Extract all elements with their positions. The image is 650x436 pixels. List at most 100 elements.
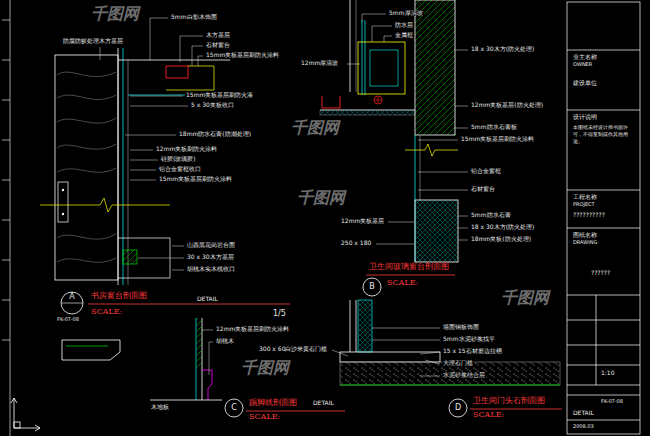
annotation: 防水层 [394, 22, 414, 28]
drip-profile [322, 96, 340, 108]
detail-marker: A [64, 293, 80, 301]
leader-line [130, 150, 153, 151]
annotation: 15 x 15石材磨边拉槽 [442, 348, 503, 354]
title-block-divider [596, 295, 597, 385]
detail-marker: C [226, 404, 242, 412]
annotation: 12mm夹板刷防火涂料 [155, 146, 218, 152]
scale-label: SCALE: [386, 279, 419, 287]
leader-line [458, 240, 468, 241]
mullion-dot [62, 213, 64, 215]
leader-line [458, 216, 468, 217]
leader-line [172, 246, 184, 247]
scale-value: 1:10 [600, 370, 615, 376]
ruler [2, 0, 10, 436]
detail-circle-split [61, 303, 83, 304]
title-block-field: OWNER [572, 62, 593, 67]
watermark: 千图网 [240, 360, 290, 376]
ruler-tick [2, 180, 10, 181]
leader-line [362, 14, 386, 22]
window-mullion [58, 182, 68, 222]
wood-wall [55, 55, 118, 280]
annotation: 防腐防蚁处理木方基层 [62, 38, 124, 44]
sheet-number: FK-07-08 [600, 399, 624, 404]
title-block-field: 建设单位 [572, 80, 598, 86]
title-underline [88, 304, 290, 305]
frame-profile [166, 66, 214, 90]
watermark: 千图网 [500, 290, 550, 306]
detail-tag: DETAIL [572, 410, 595, 416]
annotation: 石材窗台 [470, 186, 496, 192]
annotation: 山西黑花岗岩台面 [186, 242, 236, 248]
detail-circle [61, 292, 83, 314]
sill-plate [320, 110, 415, 115]
scale-label: SCALE: [472, 411, 505, 419]
wall-hatch [196, 318, 202, 368]
leaders-a [100, 18, 203, 270]
leader-line [418, 190, 468, 191]
sealant-cross [375, 97, 381, 103]
title-block-field: 工程名称 [572, 194, 598, 200]
leader-line [372, 26, 392, 42]
annotation: 硅胶(玻璃胶) [160, 156, 197, 162]
scale-label: SCALE: [248, 413, 281, 421]
grain-line [57, 72, 116, 77]
sealant-mark [374, 96, 382, 104]
door-stop [358, 300, 372, 352]
profile-groove [66, 346, 108, 347]
detail-circle [449, 399, 467, 417]
leader-line [130, 160, 158, 161]
watermark: 千图网 [90, 6, 140, 22]
break-line [405, 144, 458, 156]
detail-tag: DETAIL [312, 400, 335, 406]
ucs-box [14, 422, 20, 428]
ruler-tick [2, 60, 10, 61]
title-block-field: 设计说明 [572, 114, 598, 120]
annotation: 墙面钢板饰面 [442, 324, 480, 330]
leader-line [455, 50, 468, 51]
leader-line [125, 135, 176, 136]
ucs-icon [11, 398, 40, 431]
leaders-b [347, 14, 468, 244]
leader-line [150, 18, 168, 60]
leader-line [418, 172, 468, 173]
grain-line [57, 168, 116, 172]
frame-line [356, 0, 357, 92]
section-title: 卫生间玻璃窗台剖面图 [368, 263, 450, 271]
leader-line [332, 328, 440, 376]
title-block-rule [567, 295, 640, 296]
leader-line [138, 258, 184, 259]
detail-a [40, 48, 230, 285]
annotation: 铝合金窗框收口 [158, 166, 202, 172]
annotation: 300 x 60白沙米黄石门槛 [258, 346, 328, 352]
title-block-frame [567, 2, 640, 434]
detail-d [332, 300, 562, 417]
title-block-rule [567, 228, 640, 229]
annotation: 5mm水泥砂浆找平 [442, 336, 496, 342]
title-block-field: 图纸名称 [572, 232, 598, 238]
skirting-profile [62, 340, 120, 360]
detail-circle [363, 278, 381, 296]
detail-circle [225, 399, 243, 417]
scale-value: 1/5 [272, 310, 287, 318]
detail-marker: B [364, 283, 380, 291]
title-block-rule [567, 50, 640, 51]
ruler-tick [2, 220, 10, 221]
watermark: 千图网 [290, 120, 340, 136]
annotation: 金属框 [394, 32, 414, 38]
wall-line [118, 48, 119, 285]
break-line [40, 198, 170, 212]
annotation: 5mm防水石膏板 [470, 124, 518, 130]
sheet-number: FK-07-08 [56, 317, 80, 322]
date: 2008.03 [572, 424, 595, 429]
annotation: 石材窗台 [205, 42, 231, 48]
annotation: 水泥砂浆结合层 [442, 372, 486, 378]
detail-b [320, 0, 458, 262]
leader-line [388, 222, 414, 223]
title-block-rule [567, 385, 640, 386]
scale-label: SCALE: [90, 308, 123, 316]
title-block-value: ?????????? [572, 212, 606, 218]
frame-box [358, 42, 405, 94]
grain-line [57, 118, 116, 123]
section-title: 书房窗台剖面图 [90, 292, 148, 300]
